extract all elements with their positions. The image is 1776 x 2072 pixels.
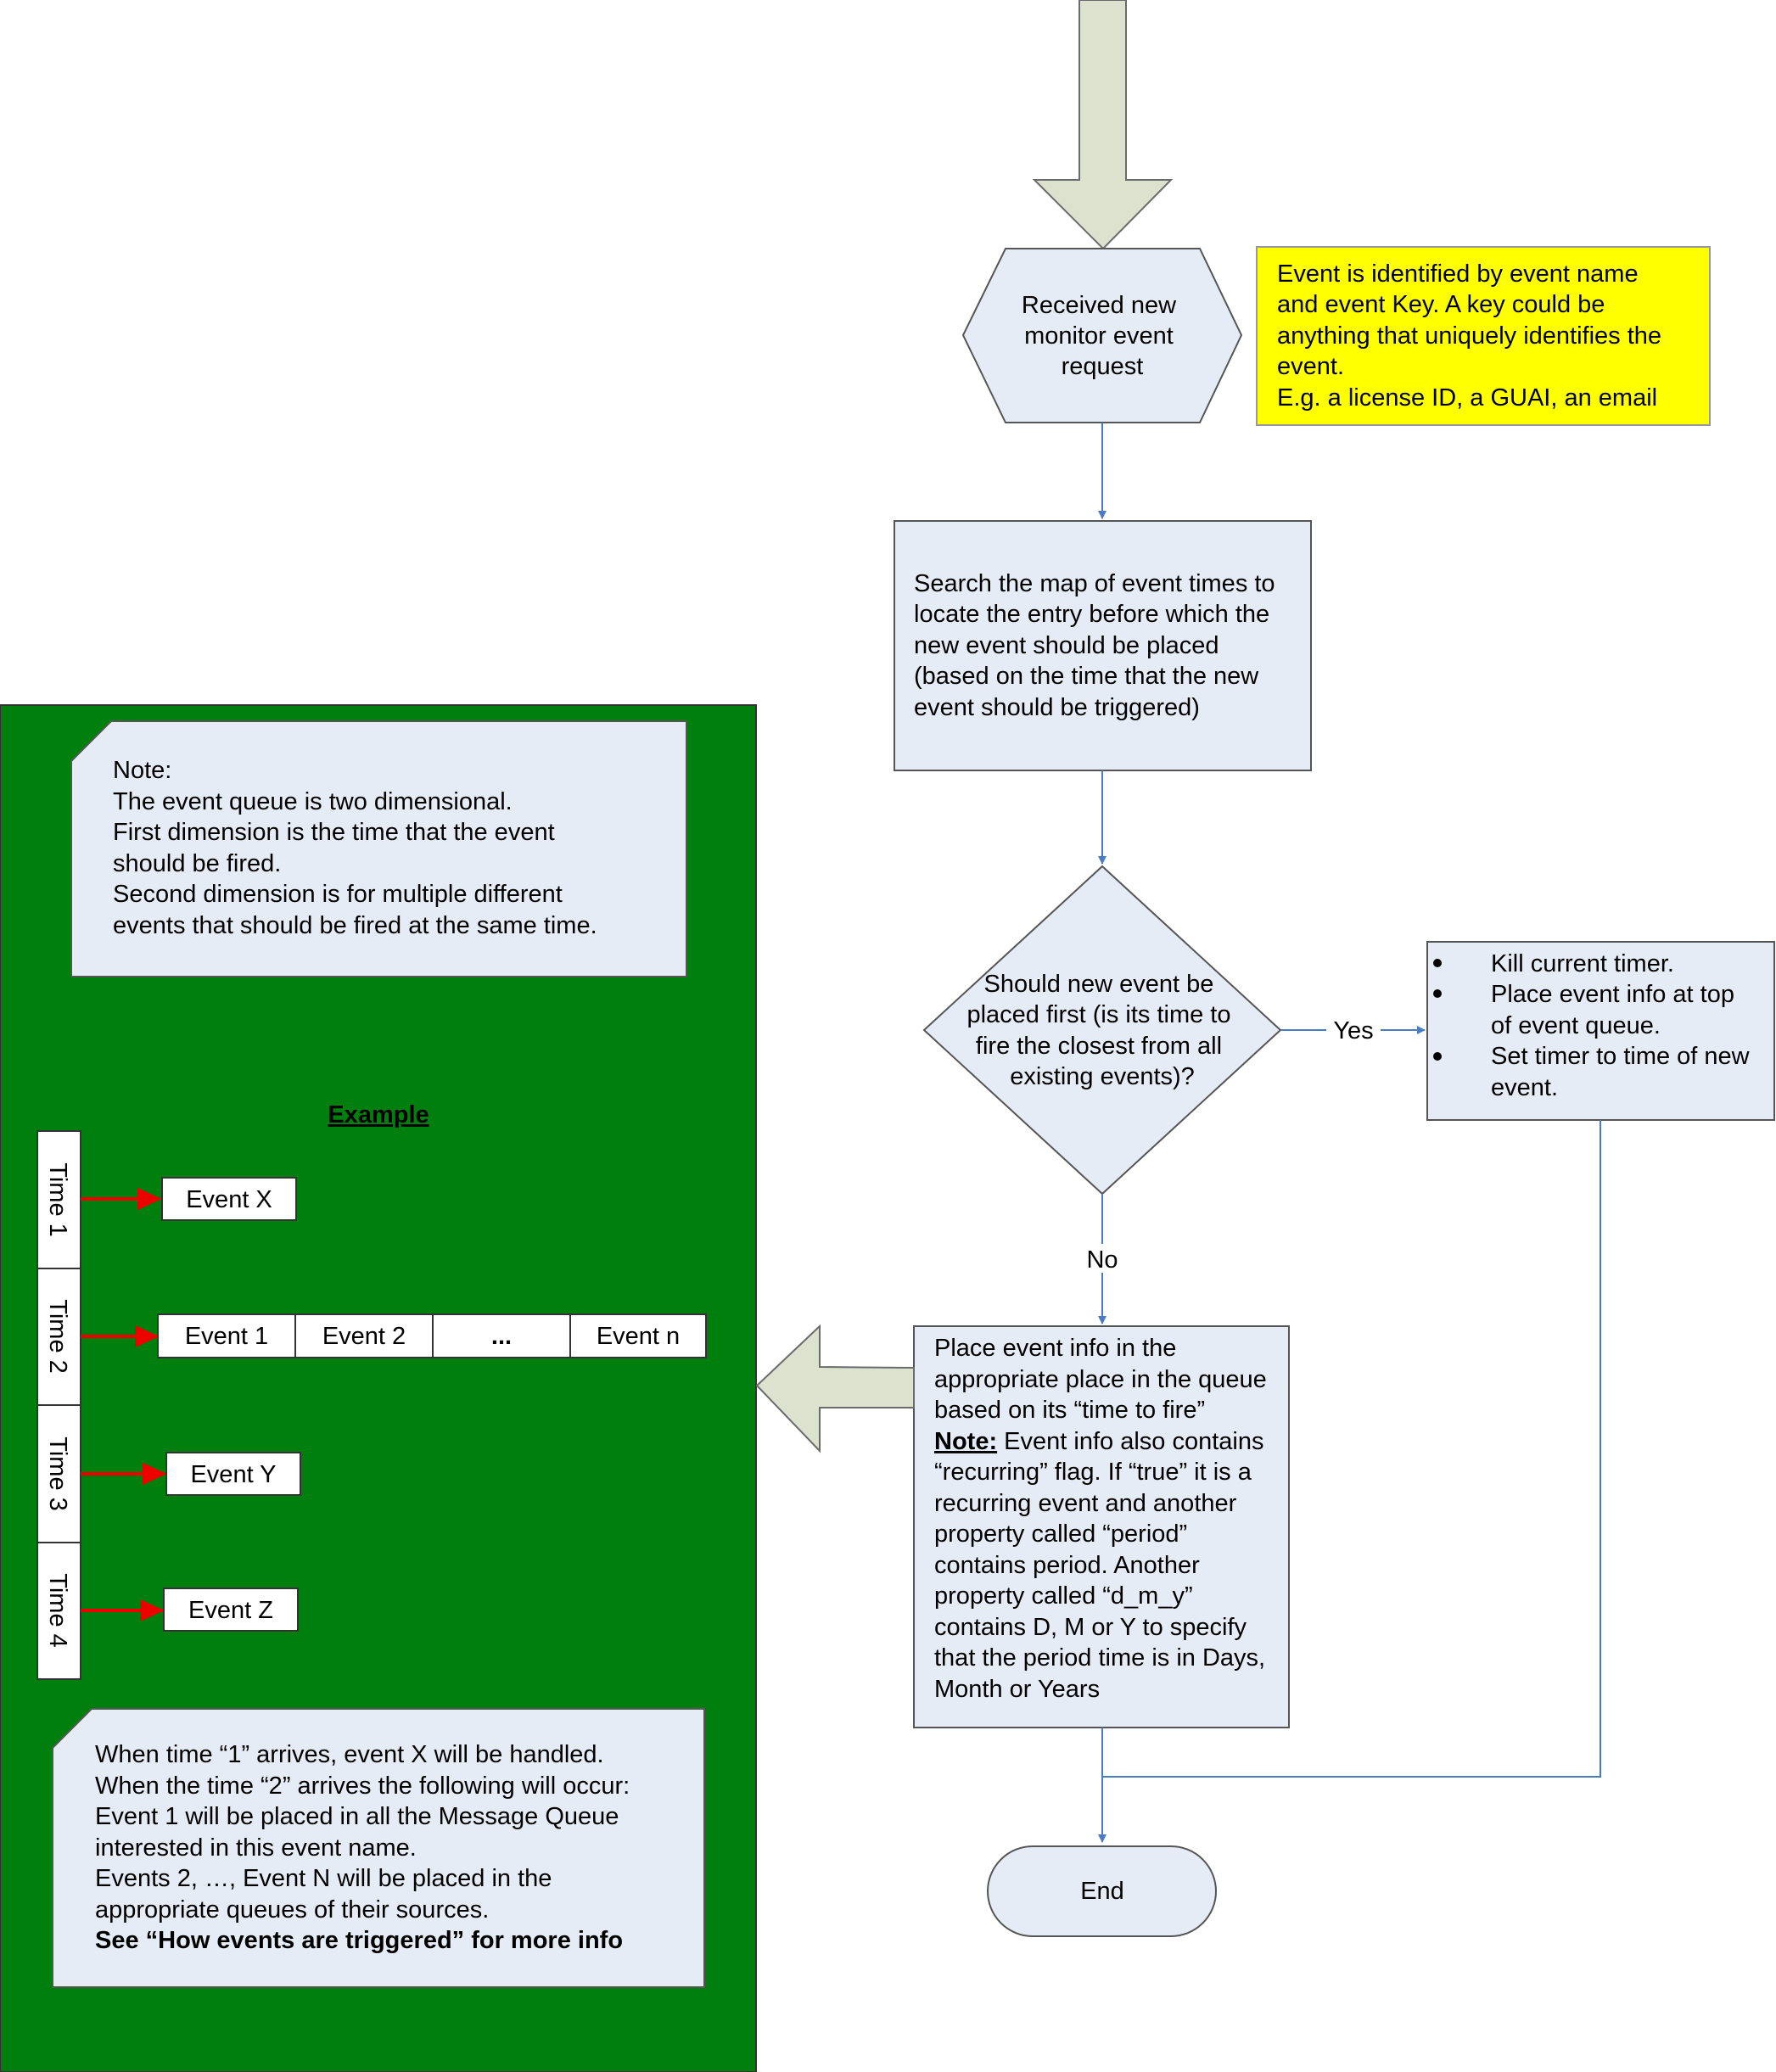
time3-events: Event Y — [165, 1452, 301, 1496]
connector-yes-end — [1102, 1120, 1601, 1778]
place-first-decision: Should new event be placed first (is its… — [922, 865, 1282, 1196]
no-label: No — [1086, 1246, 1118, 1274]
svg-text:Event is identified by event n: Event is identified by event name and ev… — [1277, 260, 1668, 412]
event-cell — [569, 1313, 707, 1358]
time-slot — [36, 1130, 81, 1269]
start-node: Received new monitor event request — [961, 248, 1243, 423]
event-label: Event 1 — [185, 1323, 268, 1350]
event-label: ... — [491, 1323, 512, 1350]
event-identity-callout: Event is identified by event name and ev… — [1256, 246, 1711, 426]
yes-label: Yes — [1333, 1017, 1373, 1044]
svg-text:Note: The event queue is: Note: The event queue is two dimensional… — [113, 757, 597, 939]
time-slot — [36, 1268, 81, 1406]
time-column: Time 1 Time 2 Time 3 Time 4 — [36, 1130, 81, 1680]
time-label: Time 2 — [44, 1299, 71, 1374]
svg-text:Kill current timer. Plac: Kill current timer. Place event info at … — [1491, 950, 1756, 1101]
event-cell — [294, 1313, 434, 1358]
event-cell — [161, 1177, 297, 1221]
event-cell — [432, 1313, 571, 1358]
time-slot — [36, 1542, 81, 1680]
event-cell — [163, 1588, 299, 1632]
svg-text:Place event info in the: Place event info in the appropriate plac… — [934, 1335, 1274, 1703]
event-label: Event n — [597, 1323, 680, 1350]
yes-action-box: Kill current timer. Place event info at … — [1426, 941, 1775, 1121]
outgoing-flow-arrow — [755, 1324, 915, 1453]
time-label: Time 1 — [44, 1162, 71, 1237]
event-label: Event X — [186, 1186, 272, 1213]
event-label: Event 2 — [322, 1323, 406, 1350]
time-label: Time 3 — [44, 1436, 71, 1511]
example-title: Example — [328, 1101, 429, 1128]
svg-text:Search the map of event times: Search the map of event times to locate … — [914, 570, 1282, 721]
end-node: End — [987, 1845, 1217, 1937]
time4-events: Event Z — [163, 1588, 299, 1632]
svg-text:Should new event be plac: Should new event be placed first (is its… — [966, 971, 1237, 1090]
place-event-process: Place event info in the appropriate plac… — [913, 1325, 1290, 1728]
example-explanation-note: When time “1” arrives, event X will be h… — [52, 1708, 705, 1988]
svg-text:End: End — [1080, 1878, 1124, 1905]
event-label: Event Z — [188, 1597, 273, 1624]
event-cell — [157, 1313, 296, 1358]
incoming-flow-arrow — [1032, 0, 1174, 250]
queue-note: Note: The event queue is two dimensional… — [70, 720, 687, 977]
event-label: Event Y — [190, 1461, 276, 1488]
time1-events: Event X — [161, 1177, 297, 1221]
svg-text:Received new monitor eve: Received new monitor event request — [1022, 292, 1183, 380]
search-map-process: Search the map of event times to locate … — [894, 520, 1312, 771]
time-label: Time 4 — [44, 1573, 71, 1648]
time2-events: Event 1 Event 2 ... Event n — [157, 1313, 707, 1358]
svg-text:When time “1” arrives, event X: When time “1” arrives, event X will be h… — [95, 1741, 636, 1954]
event-cell — [165, 1452, 301, 1496]
